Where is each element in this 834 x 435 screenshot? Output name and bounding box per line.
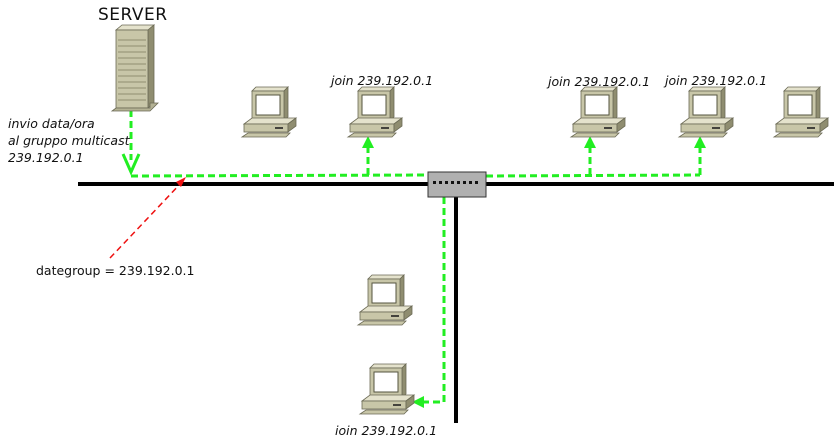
dategroup-label: dategroup = 239.192.0.1: [36, 263, 194, 278]
dategroup-pointer: [110, 182, 182, 258]
join-label: join 239.192.0.1: [548, 74, 650, 89]
computer-icon: [679, 87, 733, 137]
computer-icon: [571, 87, 625, 137]
server-note-line-1: invio data/ora: [8, 116, 95, 131]
server-title: SERVER: [98, 5, 168, 25]
arrow-up-icon: [584, 136, 596, 148]
arrow-up-icon: [362, 136, 374, 148]
computer-icon: [242, 87, 296, 137]
computer-icon: [348, 87, 402, 137]
server-icon: [112, 25, 158, 111]
multicast-path: [131, 110, 700, 402]
switch-icon: [428, 172, 486, 197]
computer-icon: [360, 364, 414, 414]
join-label: join 239.192.0.1: [665, 73, 767, 88]
arrow-up-icon: [694, 136, 706, 148]
computer-icon: [358, 275, 412, 325]
join-label: join 239.192.0.1: [331, 73, 433, 88]
computer-icon: [774, 87, 828, 137]
server-note-line-3: 239.192.0.1: [8, 150, 84, 165]
server-note-line-2: al gruppo multicast: [8, 133, 129, 148]
join-label: join 239.192.0.1: [335, 423, 437, 435]
